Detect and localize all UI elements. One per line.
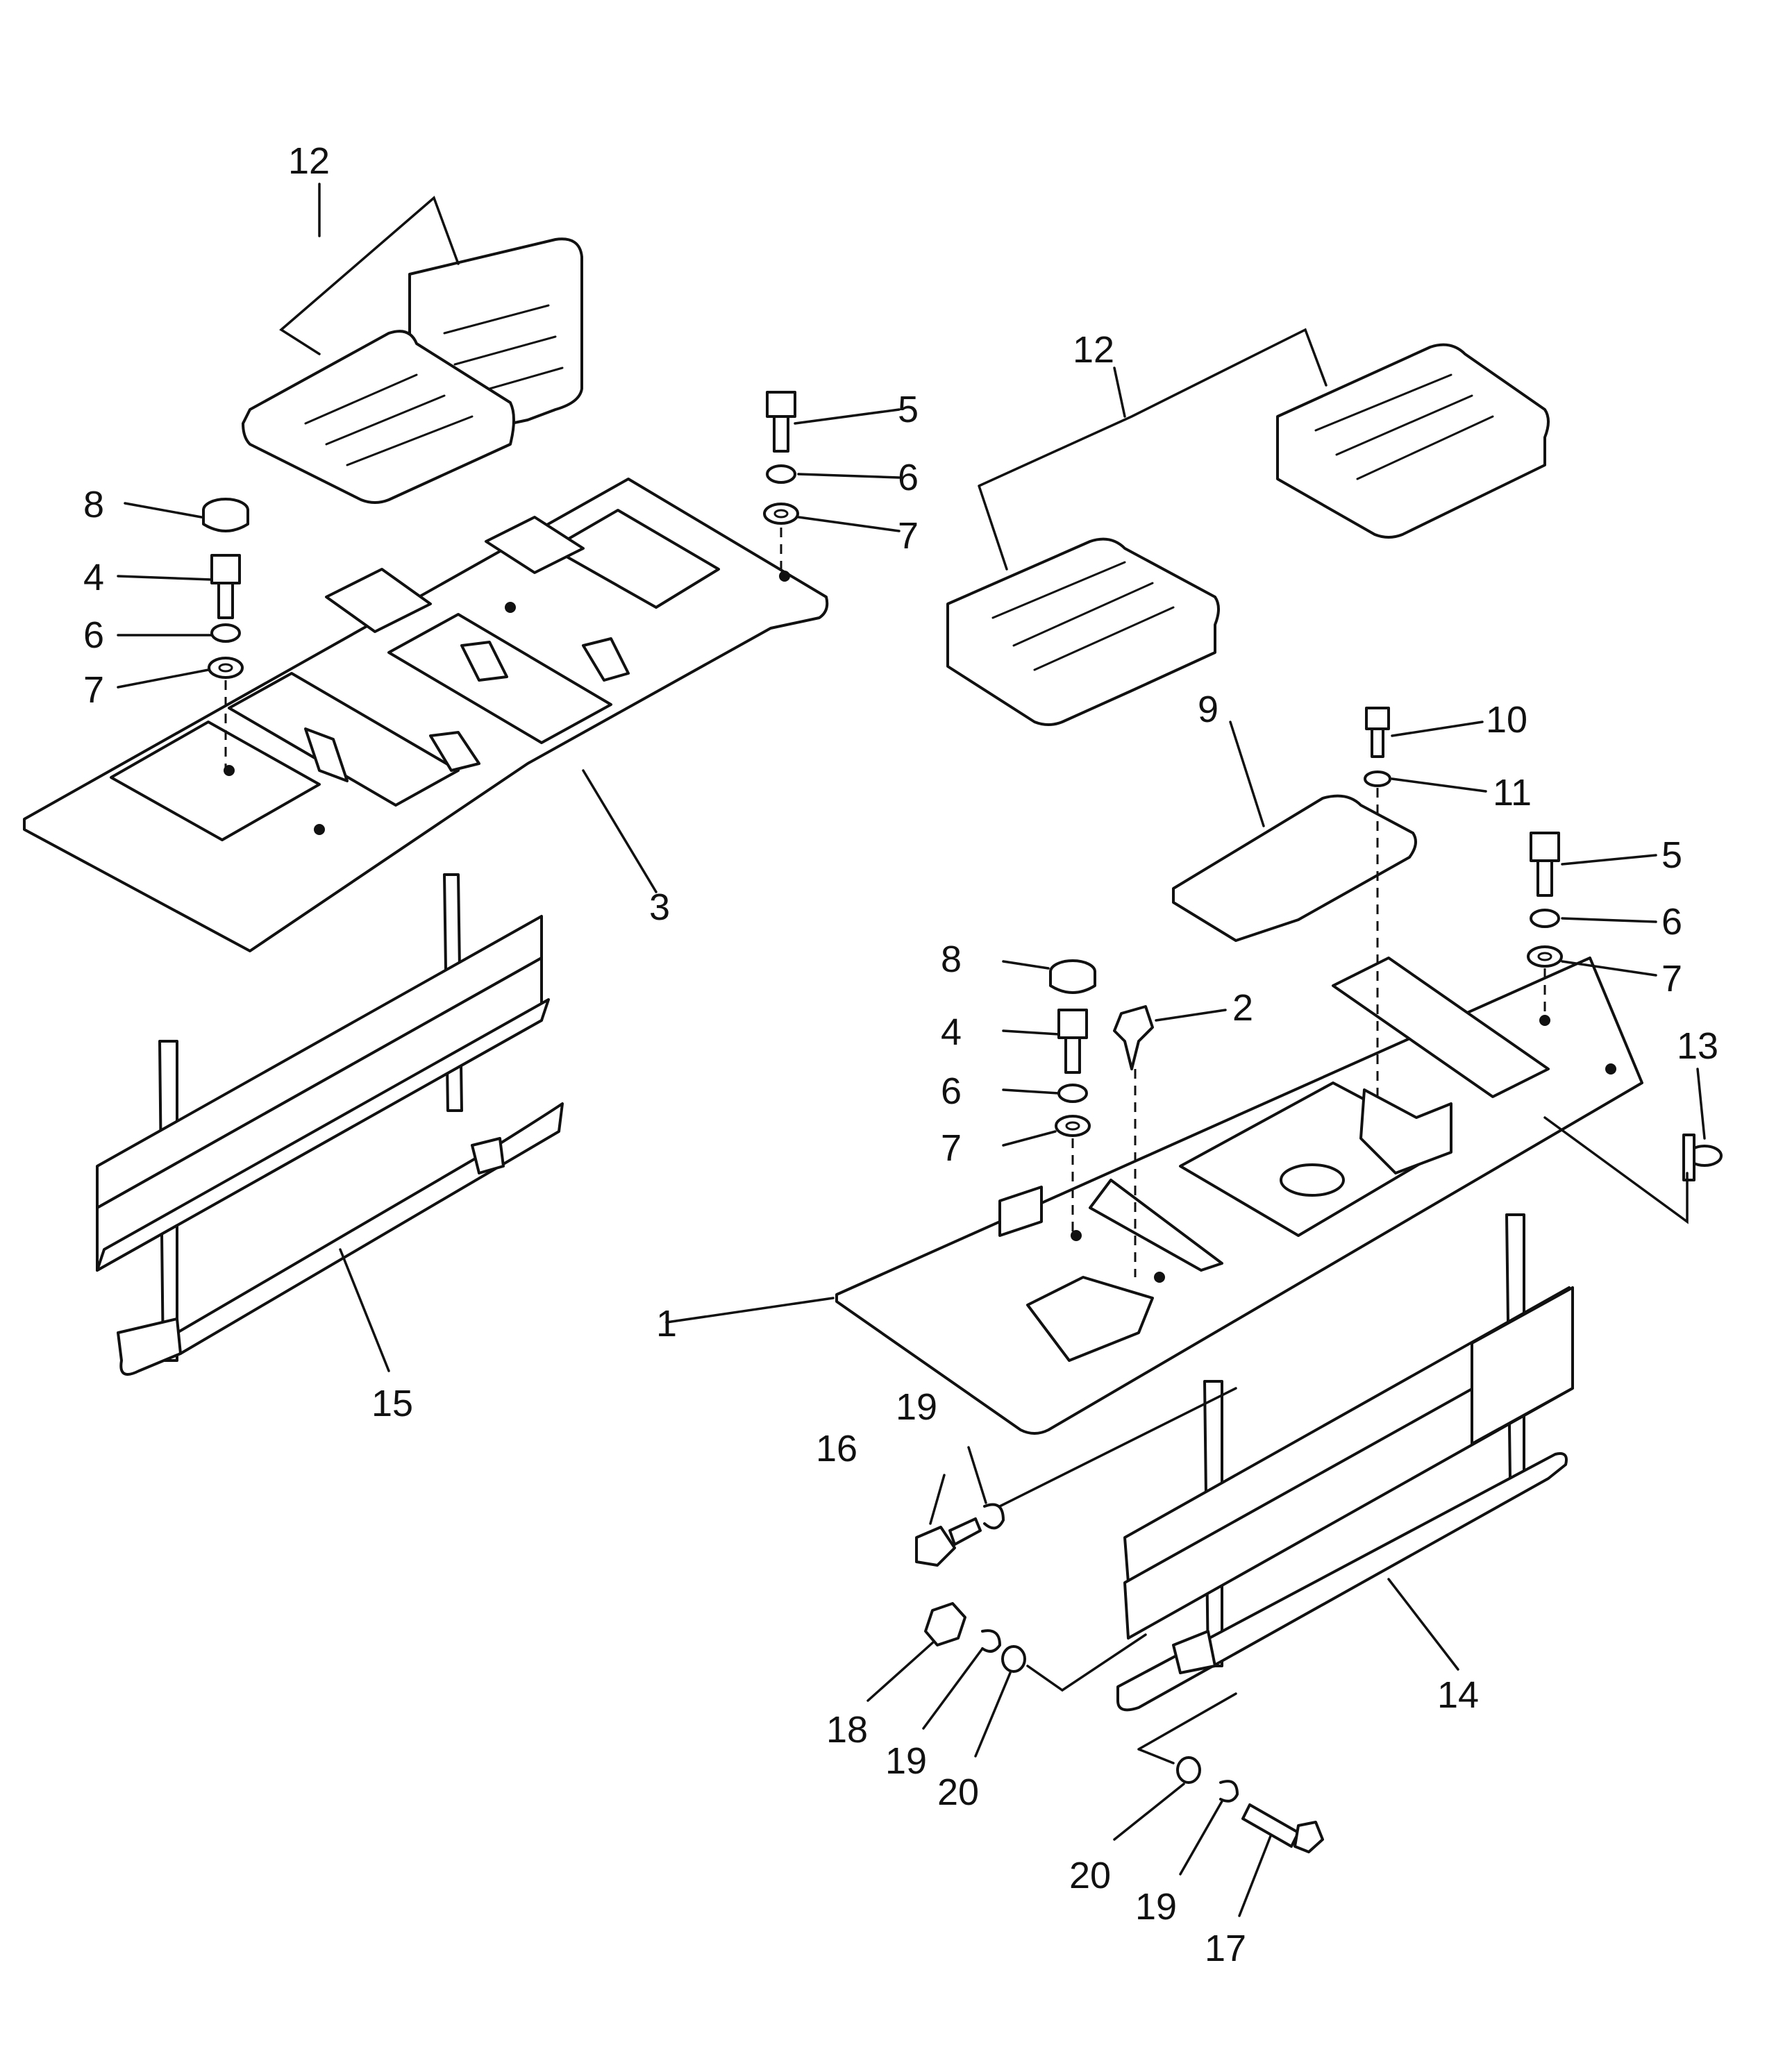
- right-washer-20a: [1001, 1645, 1026, 1673]
- left-floor-mat-front: [242, 330, 515, 504]
- callout-8-right: 8: [941, 938, 962, 980]
- callout-12-left: 12: [288, 140, 330, 182]
- right-washer-19a: [983, 1503, 1005, 1530]
- right-nut-18: [924, 1602, 966, 1646]
- callout-14: 14: [1437, 1674, 1479, 1716]
- callout-18: 18: [826, 1709, 868, 1751]
- callout-4-left: 4: [83, 557, 104, 598]
- right-floor-mat-top: [1276, 343, 1550, 539]
- callout-19-c: 19: [1135, 1886, 1177, 1928]
- right-bolt-10: [1365, 707, 1390, 758]
- left-bolt-4: [210, 554, 241, 619]
- right-fastener-2: [1113, 1005, 1154, 1070]
- callout-19-b: 19: [885, 1740, 927, 1782]
- callout-4-right: 4: [941, 1011, 962, 1053]
- callout-6-right-b: 6: [1661, 901, 1682, 943]
- right-bolt-17: [1241, 1803, 1324, 1853]
- callout-20-b: 20: [1069, 1855, 1111, 1896]
- right-floor-mat-bottom: [946, 537, 1220, 726]
- right-spring-washer-6b: [1530, 909, 1560, 928]
- callout-17: 17: [1205, 1928, 1246, 1969]
- right-washer-7: [1055, 1115, 1091, 1137]
- callout-16: 16: [816, 1428, 857, 1469]
- callout-7-left-b: 7: [898, 515, 919, 557]
- callout-10: 10: [1486, 699, 1527, 741]
- left-bolt-5: [766, 391, 796, 453]
- callout-8-left: 8: [83, 484, 104, 525]
- callout-7-left-a: 7: [83, 669, 104, 711]
- right-bolt-16: [915, 1517, 982, 1567]
- right-bolt-4: [1057, 1009, 1088, 1074]
- right-washer-20b: [1176, 1756, 1201, 1784]
- right-washer-11: [1364, 770, 1391, 787]
- right-plug-8: [1049, 959, 1096, 994]
- callout-7-right-a: 7: [941, 1127, 962, 1169]
- callout-6-right-a: 6: [941, 1070, 962, 1112]
- nut-guide-line: [1026, 1633, 1147, 1692]
- callout-2: 2: [1232, 987, 1253, 1029]
- left-plug-8: [202, 498, 249, 532]
- right-washer-19c: [1219, 1780, 1239, 1803]
- callout-9: 9: [1198, 689, 1219, 730]
- callout-6-left-a: 6: [83, 614, 104, 656]
- right-washer-7b: [1527, 945, 1563, 968]
- callout-7-right-b: 7: [1661, 958, 1682, 1000]
- callout-20-a: 20: [937, 1771, 979, 1813]
- right-side-frame: [1116, 1213, 1574, 1712]
- left-washer-7b: [763, 503, 799, 525]
- bolt17-guide-line: [1137, 1692, 1237, 1764]
- bolt16-guide-line: [998, 1387, 1237, 1508]
- right-washer-19b: [981, 1629, 1001, 1653]
- left-floor-plate: [23, 478, 829, 952]
- callout-1: 1: [656, 1303, 677, 1345]
- callout-11: 11: [1493, 772, 1532, 814]
- right-floor-plate: [835, 957, 1643, 1435]
- right-clip-13: [1682, 1134, 1723, 1181]
- right-bolt-5: [1530, 832, 1560, 897]
- callout-19-a: 19: [896, 1386, 937, 1428]
- leader-lines: [117, 183, 1706, 1917]
- callout-labels: 12 12 8 4 6 7 5 6 7 3 15 9 10 11 5 6 7 1…: [83, 140, 1718, 1969]
- left-washer-7: [208, 657, 244, 679]
- left-side-frame: [96, 873, 564, 1376]
- callout-6-left-b: 6: [898, 457, 919, 498]
- clip-guide-line: [1543, 1116, 1689, 1224]
- left-spring-washer-6: [210, 623, 241, 643]
- right-spring-washer-6: [1057, 1084, 1088, 1103]
- right-cover-plate-9: [1172, 794, 1417, 942]
- callout-15: 15: [371, 1383, 413, 1424]
- callout-5-left: 5: [898, 389, 919, 430]
- callout-13: 13: [1677, 1025, 1718, 1067]
- left-spring-washer-6b: [766, 464, 796, 484]
- callout-3: 3: [649, 886, 670, 928]
- callout-12-right: 12: [1073, 329, 1114, 371]
- callout-5-right: 5: [1661, 834, 1682, 876]
